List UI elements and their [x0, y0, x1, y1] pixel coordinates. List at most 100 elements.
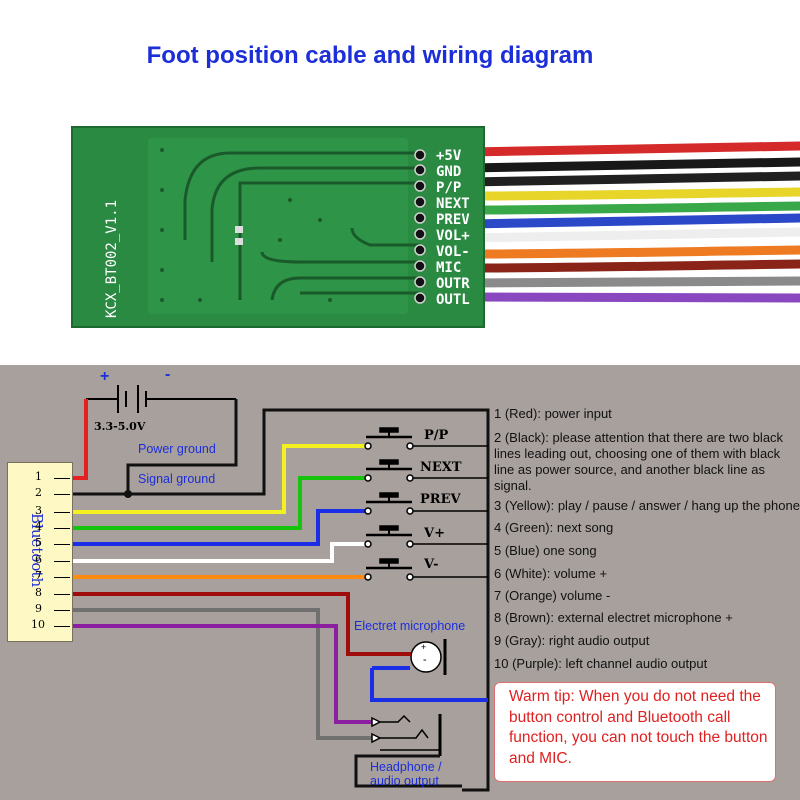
warm-tip-box: Warm tip: When you do not need the butto…: [494, 682, 776, 782]
button-label: PREV: [420, 492, 461, 507]
power-ground-label: Power ground: [138, 442, 216, 456]
pcb-pads: [414, 149, 426, 304]
wire-description: 5 (Blue) one song: [494, 543, 597, 558]
board-silkscreen-label: KCX_BT002_V1.1: [104, 200, 120, 318]
pin-lead: [54, 577, 70, 578]
wire-description: 6 (White): volume +: [494, 566, 608, 581]
switch-next: [364, 459, 488, 482]
pin-number: 10: [31, 618, 45, 631]
board-wire-blue: [465, 213, 800, 229]
bluetooth-connector: Bluetooth: [7, 462, 73, 642]
switch-vol-down: [364, 558, 488, 581]
wire-yellow: [70, 444, 366, 514]
board-wire-black-2: [465, 171, 800, 187]
wire-green: [70, 476, 366, 530]
pin-number: 6: [35, 553, 42, 566]
pin-number: 9: [35, 602, 42, 615]
wire-description: 10 (Purple): left channel audio output: [494, 656, 708, 671]
battery-symbol: [86, 385, 236, 413]
wire-description: 4 (Green): next song: [494, 520, 614, 535]
board-wire-yellow: [465, 187, 800, 201]
module-board-photo: KCX_BT002_V1.1 +5VGNDP/PNEXTPREVVOL+VOL-…: [71, 126, 800, 328]
button-switches: [364, 427, 488, 581]
pin-lead: [54, 610, 70, 611]
wire-description: 9 (Gray): right audio output: [494, 633, 650, 648]
board-wire-brown: [465, 259, 800, 273]
board-wire-purple: [465, 292, 800, 303]
pcb-component: [235, 226, 243, 233]
board-wires: [465, 141, 800, 303]
pin-number: 5: [35, 536, 42, 549]
button-label: NEXT: [420, 460, 462, 475]
wire-headphone-ground: [354, 754, 462, 788]
switch-pp: [364, 427, 488, 450]
warm-tip-text: Warm tip: When you do not need the butto…: [509, 688, 768, 767]
ground-junction: [124, 490, 132, 498]
wire-brown: [70, 592, 410, 656]
battery-minus-sign: -: [165, 366, 171, 383]
audio-output-label: audio output: [370, 774, 439, 788]
pin-lead: [54, 478, 70, 479]
pin-lead: [54, 544, 70, 545]
bluetooth-label: Bluetooth: [28, 513, 46, 588]
pin-number: 7: [35, 569, 42, 582]
mic-minus-sign: -: [423, 654, 427, 666]
pin-lead: [54, 594, 70, 595]
board-wire-gray: [465, 276, 800, 288]
wire-red: [70, 399, 88, 480]
board-pin-label: +5V: [436, 148, 462, 164]
board-pin-label: OUTL: [436, 292, 470, 308]
page-title: Foot position cable and wiring diagram: [146, 42, 594, 69]
board-pin-label: OUTR: [436, 276, 470, 292]
wire-description: 3 (Yellow): play / pause / answer / hang…: [494, 498, 800, 513]
pcb-vias: [160, 148, 332, 302]
wire-white: [70, 542, 366, 563]
pcb-component: [235, 238, 243, 245]
wire-description: 2 (Black): please attention that there a…: [494, 430, 784, 493]
wire-black-signal: [70, 408, 490, 792]
board-wire-white: [465, 227, 800, 243]
switch-prev: [364, 492, 488, 515]
wire-description: 7 (Orange) volume -: [494, 588, 611, 603]
mic-plus-sign: +: [421, 642, 427, 652]
headphone-label: Headphone /: [370, 760, 442, 774]
pin-lead: [54, 626, 70, 627]
wire-black-power: [126, 399, 238, 494]
pin-number: 1: [35, 470, 42, 483]
switch-vol-up: [364, 525, 488, 548]
pin-lead: [54, 528, 70, 529]
button-label: V-: [424, 557, 439, 572]
board-pin-label: GND: [436, 164, 461, 180]
pcb-traces: [183, 151, 420, 301]
board-pin-label: PREV: [436, 212, 470, 228]
microphone-icon: [410, 639, 447, 675]
board-pin-label: MIC: [436, 260, 461, 276]
wiring-diagram: [70, 385, 490, 792]
board-wire-orange: [465, 245, 800, 259]
wire-mic-ground: [370, 668, 488, 702]
wire-description: 8 (Brown): external electret microphone …: [494, 610, 733, 625]
wire-blue: [70, 509, 366, 546]
signal-ground-label: Signal ground: [138, 472, 216, 486]
board-pin-label: P/P: [436, 180, 461, 196]
pin-number: 3: [35, 504, 42, 517]
pin-number: 2: [35, 486, 42, 499]
pin-lead: [54, 512, 70, 513]
wire-description: 1 (Red): power input: [494, 406, 612, 421]
pin-number: 8: [35, 586, 42, 599]
voltage-label: 3.3-5.0V: [94, 420, 146, 433]
battery-plus-sign: +: [100, 368, 110, 385]
board-pin-label: VOL+: [436, 228, 470, 244]
button-label: P/P: [424, 428, 449, 443]
pin-lead: [54, 561, 70, 562]
pin-lead: [54, 494, 70, 495]
board-pin-label: VOL-: [436, 244, 470, 260]
board-wire-red: [465, 141, 800, 157]
board-wire-black-1: [465, 157, 800, 173]
board-pin-label: NEXT: [436, 196, 470, 212]
headphone-jack-icon: [371, 714, 442, 756]
electret-mic-label: Electret microphone: [354, 619, 466, 633]
wire-purple: [70, 624, 372, 724]
wire-gray: [70, 608, 372, 740]
